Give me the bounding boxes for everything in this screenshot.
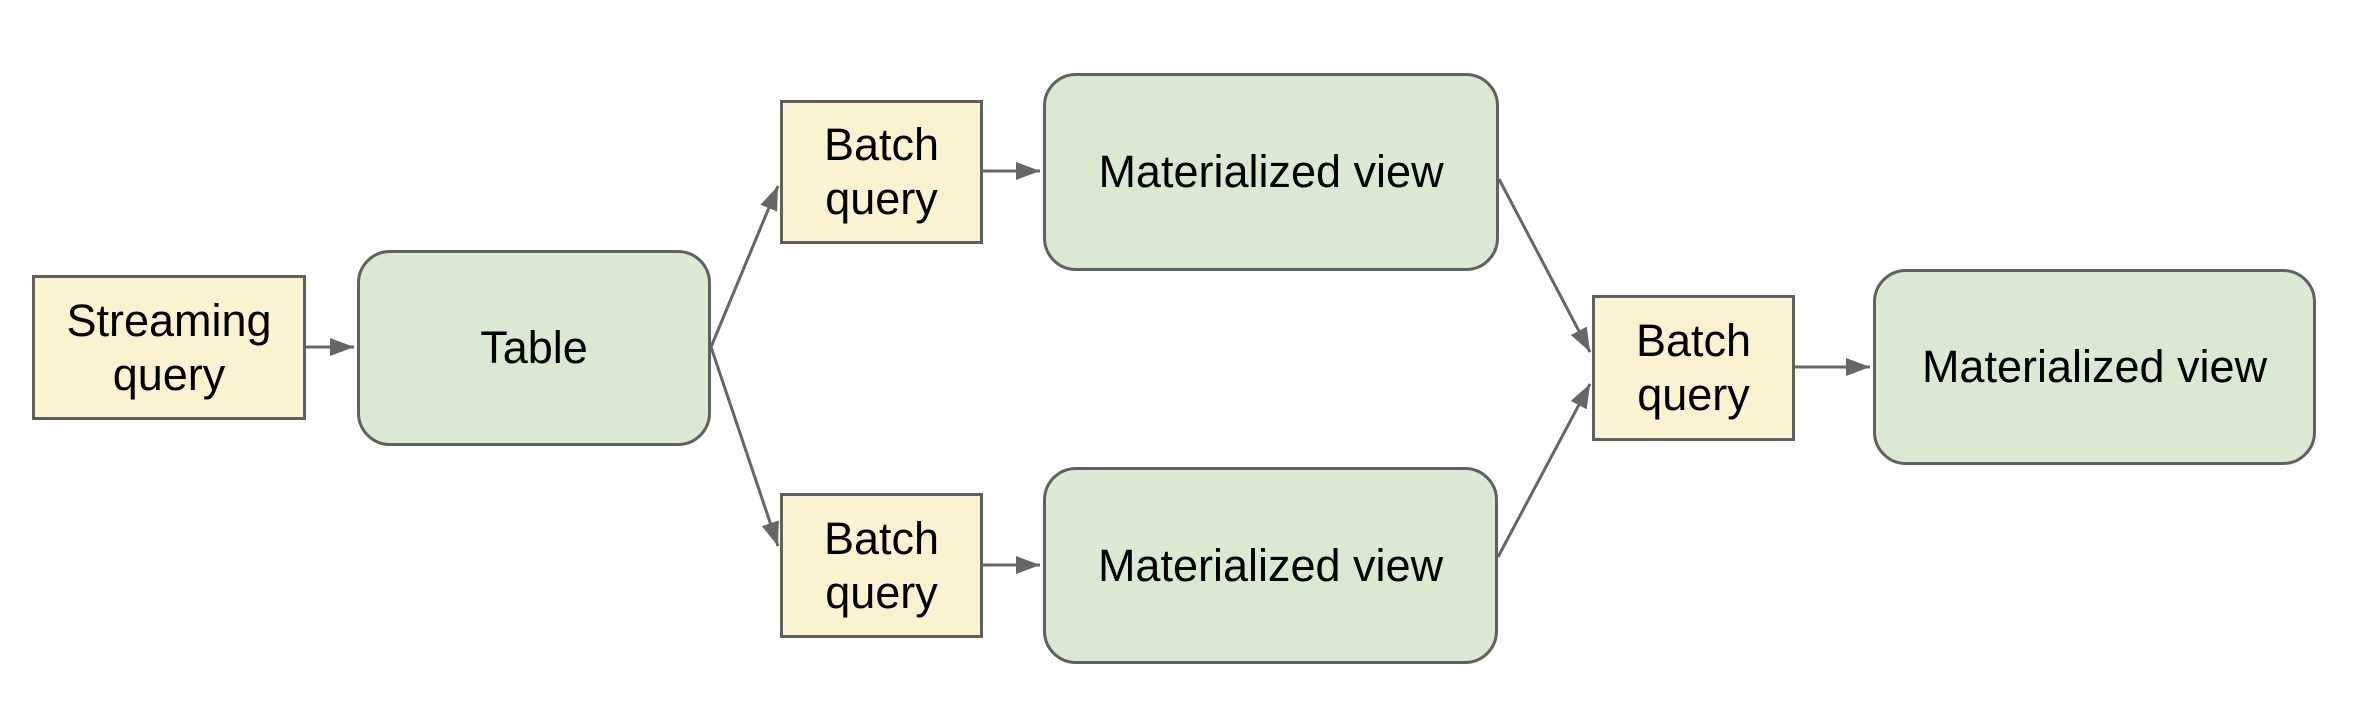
edge-materialized-view-bottom-to-batch-query-right [1496, 383, 1592, 558]
node-batch-query-top-label: Batch query [823, 119, 940, 224]
node-materialized-view-bottom-label: Materialized view [1097, 539, 1444, 591]
edge-table-to-batch-query-bottom [709, 346, 780, 547]
node-batch-query-bottom: Batch query [780, 493, 983, 638]
node-streaming-query: Streaming query [32, 275, 306, 420]
node-batch-query-right-label: Batch query [1635, 315, 1752, 420]
node-materialized-view-right-label: Materialized view [1921, 341, 2268, 392]
node-batch-query-top: Batch query [780, 100, 983, 244]
node-materialized-view-right: Materialized view [1873, 269, 2316, 465]
node-table-label: Table [480, 322, 588, 373]
edge-materialized-view-top-to-batch-query-right [1497, 178, 1592, 353]
node-batch-query-bottom-label: Batch query [823, 512, 940, 618]
node-materialized-view-bottom: Materialized view [1043, 467, 1498, 664]
node-streaming-query-label: Streaming query [66, 294, 272, 400]
node-materialized-view-top: Materialized view [1043, 73, 1499, 271]
node-table: Table [357, 250, 711, 446]
node-materialized-view-top-label: Materialized view [1098, 146, 1444, 197]
node-batch-query-right: Batch query [1592, 295, 1795, 441]
edge-table-to-batch-query-top [709, 185, 780, 348]
